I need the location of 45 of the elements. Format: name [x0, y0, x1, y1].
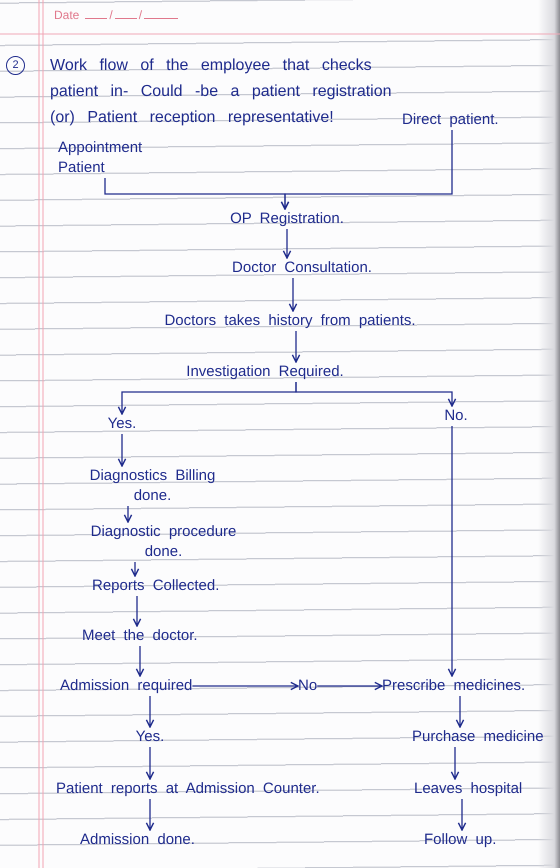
step-text: Leaves hospital [414, 779, 522, 799]
arrow [456, 696, 464, 728]
arrow [317, 682, 383, 690]
arrow [146, 696, 154, 728]
arrow [118, 434, 126, 467]
arrow [282, 229, 292, 259]
arrow [295, 382, 456, 407]
decision-text: Admission required [60, 676, 192, 696]
date-separator: / [109, 8, 113, 22]
arrow [292, 331, 300, 363]
step-text: Admission done. [80, 830, 195, 850]
step-text: Follow up. [424, 830, 496, 850]
arrow [288, 278, 298, 312]
step-text: Doctors takes history from patients. [164, 311, 416, 331]
arrow [132, 596, 142, 627]
step-text: Direct patient. [402, 110, 499, 130]
step-text: OP Registration. [230, 209, 344, 229]
step-text: Reports Collected. [92, 576, 220, 596]
arrow [458, 799, 466, 831]
branch-label: No. [444, 406, 468, 426]
date-separator: / [138, 8, 142, 22]
step-text: Doctor Consultation. [232, 258, 372, 278]
branch-label: Yes. [136, 727, 164, 747]
arrow [146, 747, 154, 780]
branch-label: No [298, 676, 318, 696]
title: Work flow of the employee that checks patient in- Could -be a patient registration (or) Patient reception representative! [50, 56, 393, 128]
step-text: Diagnostics Billing done. [70, 466, 235, 506]
step-text: Prescribe medicines. [382, 676, 526, 696]
arrow [146, 799, 154, 831]
date-label: Date [54, 8, 80, 22]
arrow [124, 506, 132, 523]
step-text: Meet the doctor. [82, 626, 198, 646]
arrow [448, 426, 456, 677]
callout-number: 2 [6, 56, 25, 75]
branch-label: Yes. [108, 414, 136, 434]
arrow [136, 646, 144, 677]
step-text: Purchase medicine [412, 727, 544, 747]
arrow [280, 130, 453, 210]
step-text: Diagnostic procedure done. [76, 522, 251, 562]
step-text: Appointment Patient [58, 138, 170, 178]
arrow [192, 682, 299, 690]
decision-text: Investigation Required. [186, 362, 344, 382]
arrow [450, 747, 460, 780]
step-text: Patient reports at Admission Counter. [56, 779, 320, 799]
arrow [130, 562, 140, 577]
